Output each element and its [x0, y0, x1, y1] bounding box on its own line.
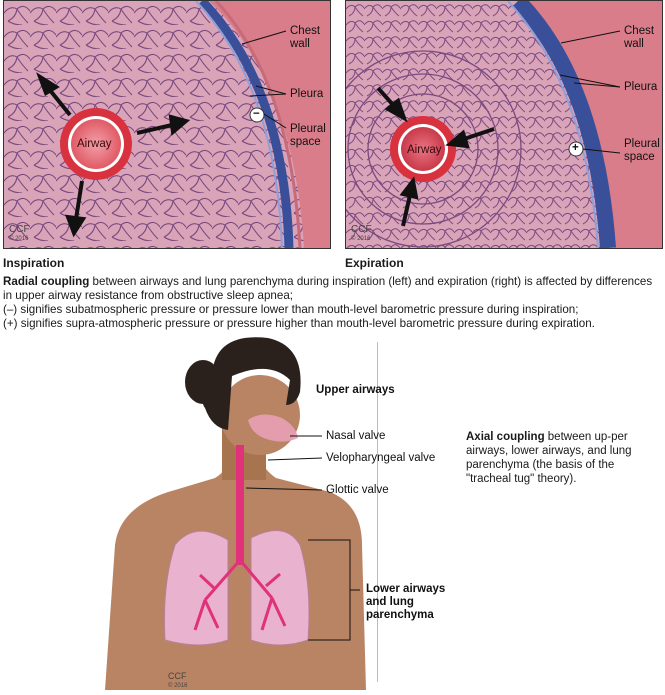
- ccf-watermark-year: © 2016: [168, 683, 188, 689]
- upper-airways-label: Upper airways: [316, 384, 395, 396]
- caption-line-3: (+) signifies supra-atmospheric pressure…: [3, 317, 595, 330]
- expiration-panel: Airway Chest wall Pleura Pleural space +…: [345, 0, 663, 249]
- expiration-title: Expiration: [345, 256, 404, 270]
- airway-label: Airway: [77, 138, 112, 150]
- axial-coupling-body: between up-per airways, lower airways, a…: [466, 431, 632, 485]
- expiration-illustration: [346, 1, 662, 248]
- lower-airways-label: Lower airways and lung parenchyma: [366, 583, 446, 621]
- caption-line-1-text: between airways and lung parenchyma duri…: [3, 275, 653, 302]
- axial-coupling-lead: Axial coupling: [466, 431, 545, 443]
- ccf-watermark-year: © 2016: [351, 236, 371, 242]
- radial-coupling-caption: Radial coupling between airways and lung…: [3, 275, 658, 331]
- ccf-watermark: CCF© 2016: [351, 224, 372, 243]
- ccf-watermark: CCF© 2016: [9, 224, 30, 243]
- caption-line-1: Radial coupling between airways and lung…: [3, 275, 658, 303]
- ccf-watermark: CCF © 2016: [168, 672, 187, 690]
- glottic-valve-label: Glottic valve: [326, 484, 389, 496]
- section-divider: [377, 342, 378, 682]
- caption-lead: Radial coupling: [3, 275, 90, 288]
- ccf-watermark-brand: CCF: [351, 224, 372, 235]
- inspiration-illustration: [4, 1, 330, 248]
- chest-wall-label: Chest wall: [290, 25, 321, 50]
- velopharyngeal-valve-label: Velopharyngeal valve: [326, 452, 436, 464]
- pleura-label: Pleura: [624, 81, 658, 93]
- ccf-watermark-brand: CCF: [9, 224, 30, 235]
- inspiration-title: Inspiration: [3, 256, 65, 270]
- nasal-valve-label: Nasal valve: [326, 430, 386, 442]
- ccf-watermark-year: © 2016: [9, 236, 29, 242]
- positive-pressure-sign: +: [572, 142, 579, 154]
- chest-wall-label: Chest wall: [624, 25, 655, 50]
- pleura-label: Pleura: [290, 88, 324, 100]
- inspiration-panel: Airway Chest wall Pleura Pleural space −…: [3, 0, 331, 249]
- axial-coupling-text: Axial coupling between up-per airways, l…: [466, 430, 646, 486]
- negative-pressure-sign: −: [253, 108, 260, 120]
- pleural-space-label: Pleural space: [290, 123, 326, 148]
- ccf-watermark-brand: CCF: [168, 671, 187, 681]
- pleural-space-label: Pleural space: [624, 138, 660, 163]
- airway-label: Airway: [407, 144, 442, 156]
- caption-line-2: (–) signifies subatmospheric pressure or…: [3, 303, 579, 316]
